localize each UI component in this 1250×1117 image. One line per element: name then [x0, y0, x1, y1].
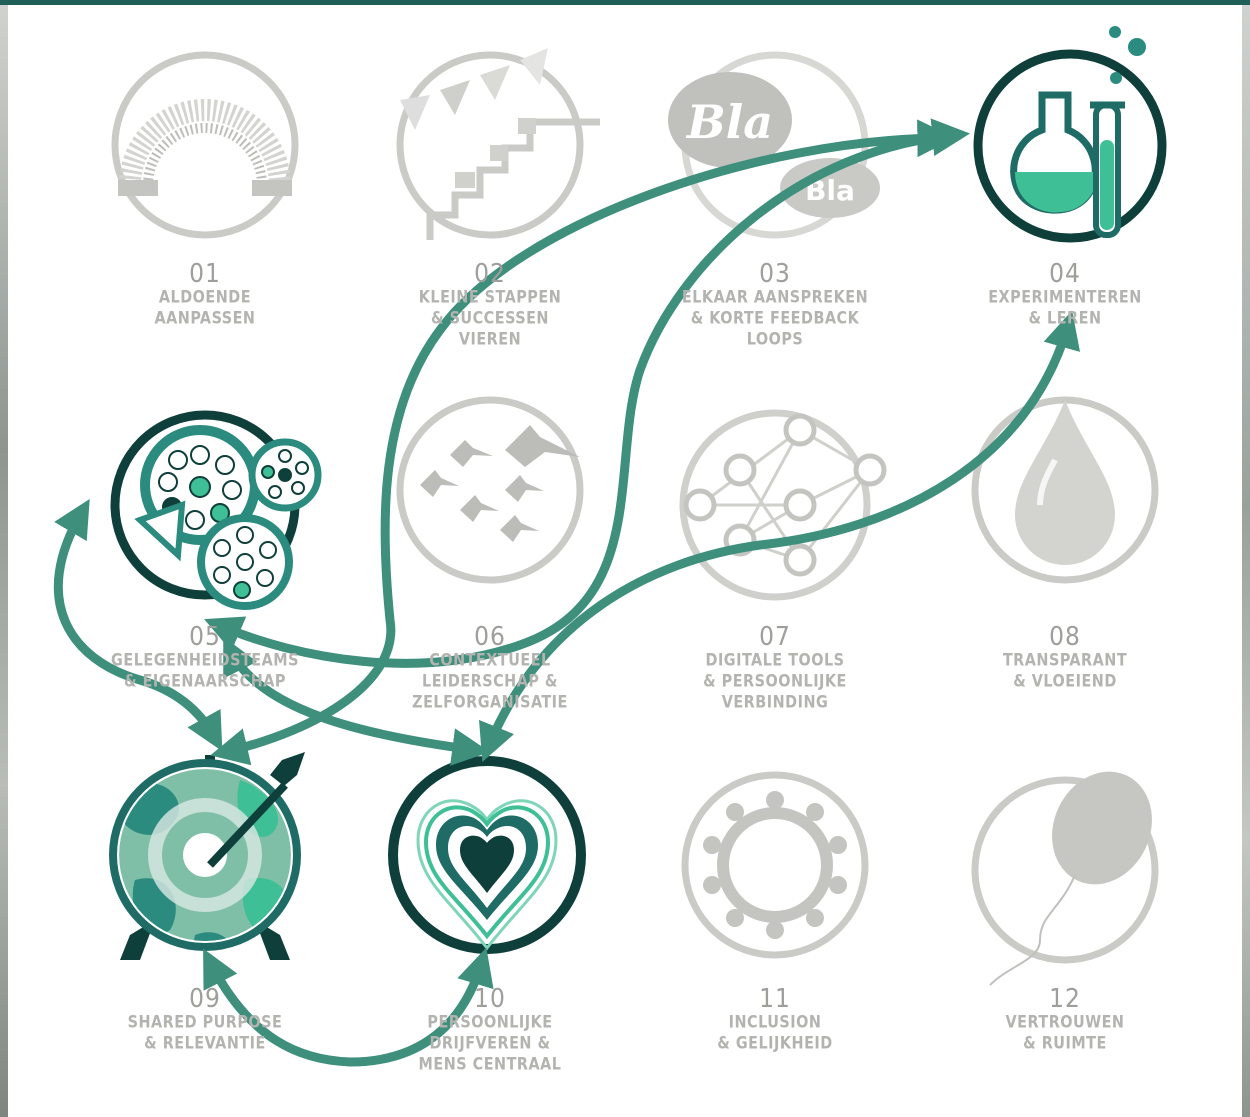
people-circle-icon [681, 771, 869, 959]
label-item-11: 11 INCLUSION & GELIJKHEID [660, 984, 890, 1053]
label-item-06: 06 CONTEXTUEEL LEIDERSCHAP & ZELFORGANIS… [375, 622, 605, 712]
item-title-line: & PERSOONLIJKE [703, 670, 847, 691]
item-title-line: KLEINE STAPPEN [418, 286, 562, 307]
label-item-12: 12 VERTROUWEN & RUIMTE [950, 984, 1180, 1053]
item-number: 01 [189, 259, 221, 289]
label-item-08: 08 TRANSPARANT & VLOEIEND [950, 622, 1180, 691]
network-icon [679, 409, 887, 601]
item-number: 03 [759, 259, 791, 289]
stairs-flags-icon [396, 48, 600, 240]
item-title-line: VERTROUWEN [1005, 1011, 1125, 1032]
item-number: 12 [1049, 984, 1081, 1014]
item-title-line: & EIGENAARSCHAP [124, 670, 286, 691]
item-title-line: INCLUSION [728, 1011, 822, 1032]
item-number: 06 [474, 622, 506, 652]
item-title-line: VIEREN [458, 328, 522, 349]
item-title-line: LOOPS [746, 328, 804, 349]
item-title-line: DIGITALE TOOLS [705, 649, 845, 670]
arrow-04-10 [479, 310, 1081, 763]
label-item-02: 02 KLEINE STAPPEN & SUCCESSEN VIEREN [375, 259, 605, 349]
item-title-line: & LEREN [1028, 307, 1102, 328]
item-title-line: & KORTE FEEDBACK [690, 307, 860, 328]
label-item-07: 07 DIGITALE TOOLS & PERSOONLIJKE VERBIND… [660, 622, 890, 712]
item-title-line: EXPERIMENTEREN [988, 286, 1142, 307]
item-title-line: SHARED PURPOSE [127, 1011, 283, 1032]
label-item-01: 01 ALDOENDE AANPASSEN [90, 259, 320, 328]
item-number: 02 [474, 259, 506, 289]
item-title-line: & VLOEIEND [1013, 670, 1117, 691]
item-title-line: & GELIJKHEID [717, 1032, 833, 1053]
item-number: 05 [189, 622, 221, 652]
slinky-icon [111, 51, 299, 239]
top-border [0, 0, 1250, 5]
item-title-line: MENS CENTRAAL [418, 1053, 562, 1074]
item-number: 11 [759, 984, 791, 1014]
item-title-line: CONTEXTUEEL [429, 649, 551, 670]
item-title-line: ALDOENDE [158, 286, 252, 307]
birds-flock-icon [396, 396, 584, 584]
connection-arrows [53, 118, 1081, 1067]
item-title-line: ELKAAR AANSPREKEN [681, 286, 869, 307]
lab-flask-icon [973, 26, 1167, 243]
left-edge [0, 5, 8, 1117]
balloon-icon [971, 771, 1159, 986]
item-title-line: GELEGENHEIDSTEAMS [111, 649, 299, 670]
item-title-line: TRANSPARANT [1002, 649, 1128, 670]
item-title-line: ZELFORGANISATIE [412, 691, 568, 712]
arrow-09-10 [203, 947, 494, 1067]
label-item-10: 10 PERSOONLIJKE DRIJFVEREN & MENS CENTRA… [375, 984, 605, 1074]
right-edge [1242, 5, 1250, 1117]
item-number: 08 [1049, 622, 1081, 652]
arrow-05-09 [53, 498, 223, 752]
item-number: 07 [759, 622, 791, 652]
item-title-line: AANPASSEN [154, 307, 256, 328]
arrow-05-10 [223, 636, 490, 766]
label-item-09: 09 SHARED PURPOSE & RELEVANTIE [90, 984, 320, 1053]
item-title-line: LEIDERSCHAP & [422, 670, 558, 691]
item-number: 04 [1049, 259, 1081, 289]
gears-teams-icon [110, 410, 322, 610]
water-drop-icon [971, 396, 1159, 584]
item-title-line: DRIJFVEREN & [429, 1032, 551, 1053]
target-icon [109, 752, 305, 960]
item-title-line: & RELEVANTIE [144, 1032, 266, 1053]
item-title-line: & SUCCESSEN [431, 307, 549, 328]
label-item-04: 04 EXPERIMENTEREN & LEREN [950, 259, 1180, 328]
item-title-line: & RUIMTE [1023, 1032, 1107, 1053]
item-title-line: VERBINDING [721, 691, 829, 712]
item-title-line: PERSOONLIJKE [427, 1011, 553, 1032]
heart-icon [388, 756, 586, 954]
label-item-03: 03 ELKAAR AANSPREKEN & KORTE FEEDBACK LO… [660, 259, 890, 349]
label-item-05: 05 GELEGENHEIDSTEAMS & EIGENAARSCHAP [90, 622, 320, 691]
item-number: 09 [189, 984, 221, 1014]
item-number: 10 [474, 984, 506, 1014]
svg-text:Bla: Bla [685, 95, 773, 149]
